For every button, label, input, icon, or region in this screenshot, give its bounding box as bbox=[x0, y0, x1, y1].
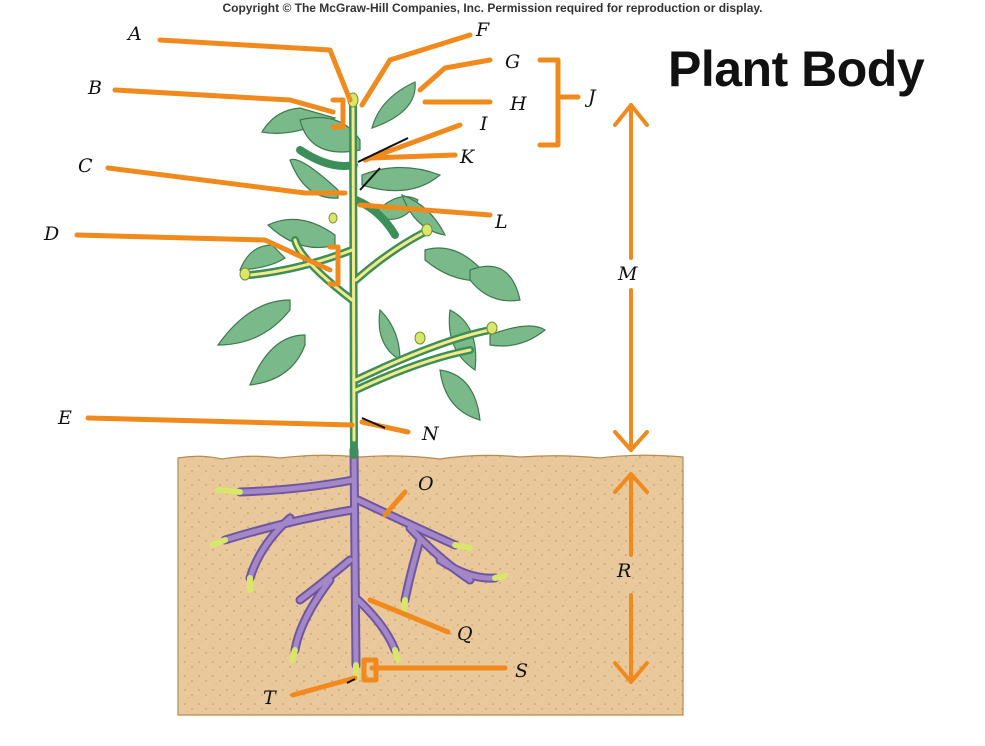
label-d: D bbox=[43, 223, 59, 245]
label-o: O bbox=[418, 473, 434, 495]
label-n: N bbox=[421, 423, 440, 445]
letter-labels: A B C D E F G H I J K L M N O Q R S T bbox=[43, 19, 638, 709]
black-ticks bbox=[346, 137, 409, 684]
measure-arrows bbox=[613, 103, 649, 684]
label-k: K bbox=[459, 146, 476, 168]
label-i: I bbox=[479, 113, 488, 135]
copyright-notice: Copyright © The McGraw-Hill Companies, I… bbox=[222, 1, 763, 15]
root-system bbox=[209, 445, 508, 681]
label-c: C bbox=[78, 155, 93, 177]
label-r: R bbox=[616, 560, 631, 582]
label-j: J bbox=[584, 86, 597, 108]
label-h: H bbox=[509, 93, 527, 115]
label-l: L bbox=[494, 211, 508, 233]
label-t: T bbox=[263, 687, 277, 709]
label-e: E bbox=[57, 407, 72, 429]
diagram-title: Plant Body bbox=[668, 41, 925, 97]
label-s: S bbox=[515, 660, 528, 682]
label-g: G bbox=[505, 51, 520, 73]
leaves bbox=[216, 81, 547, 421]
label-m: M bbox=[617, 263, 638, 285]
label-q: Q bbox=[457, 623, 473, 645]
label-f: F bbox=[475, 19, 490, 41]
pointer-lines bbox=[74, 32, 581, 698]
label-a: A bbox=[126, 23, 142, 45]
label-b: B bbox=[87, 77, 102, 99]
stem bbox=[239, 92, 498, 459]
